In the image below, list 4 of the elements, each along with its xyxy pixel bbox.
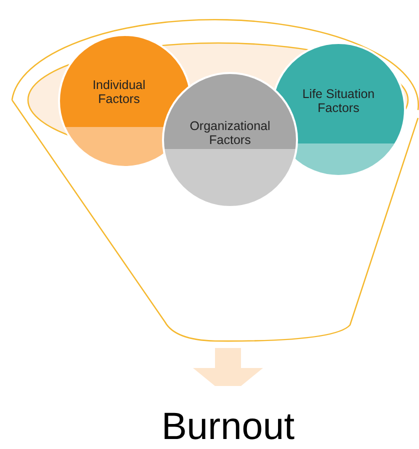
circle-label: Organizational Factors [188,120,272,148]
circle-label: Individual Factors [92,79,146,107]
circle-label: Life Situation Factors [301,88,376,116]
result-text: Burnout [150,405,306,449]
